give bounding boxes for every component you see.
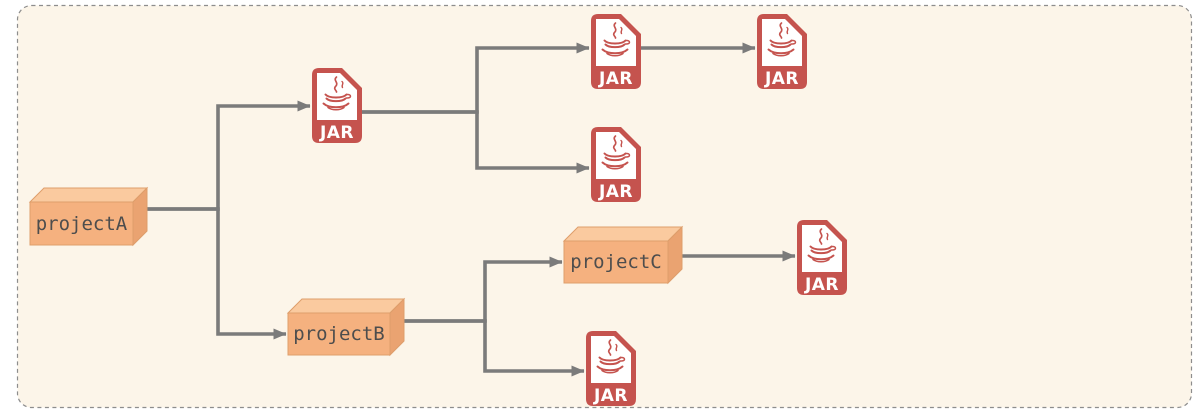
node-label: projectB bbox=[293, 323, 385, 345]
node-projectC: projectC bbox=[562, 225, 684, 285]
edge-projectB-jar-b1 bbox=[404, 319, 585, 377]
edges bbox=[147, 42, 796, 377]
box-front-face bbox=[29, 201, 134, 246]
node-projectB: projectB bbox=[286, 297, 406, 357]
box-top-face bbox=[28, 187, 149, 203]
box-front-face bbox=[287, 312, 391, 356]
box-top-face bbox=[562, 226, 684, 242]
edge-projectA-projectB bbox=[147, 207, 287, 340]
node-projectA: projectA bbox=[28, 186, 149, 247]
edge-jar-a1-jar-a3 bbox=[362, 110, 590, 174]
node-label: projectA bbox=[36, 213, 128, 235]
box-front-face bbox=[563, 240, 669, 284]
box-top-face bbox=[286, 298, 406, 314]
node-label: projectC bbox=[570, 251, 662, 273]
